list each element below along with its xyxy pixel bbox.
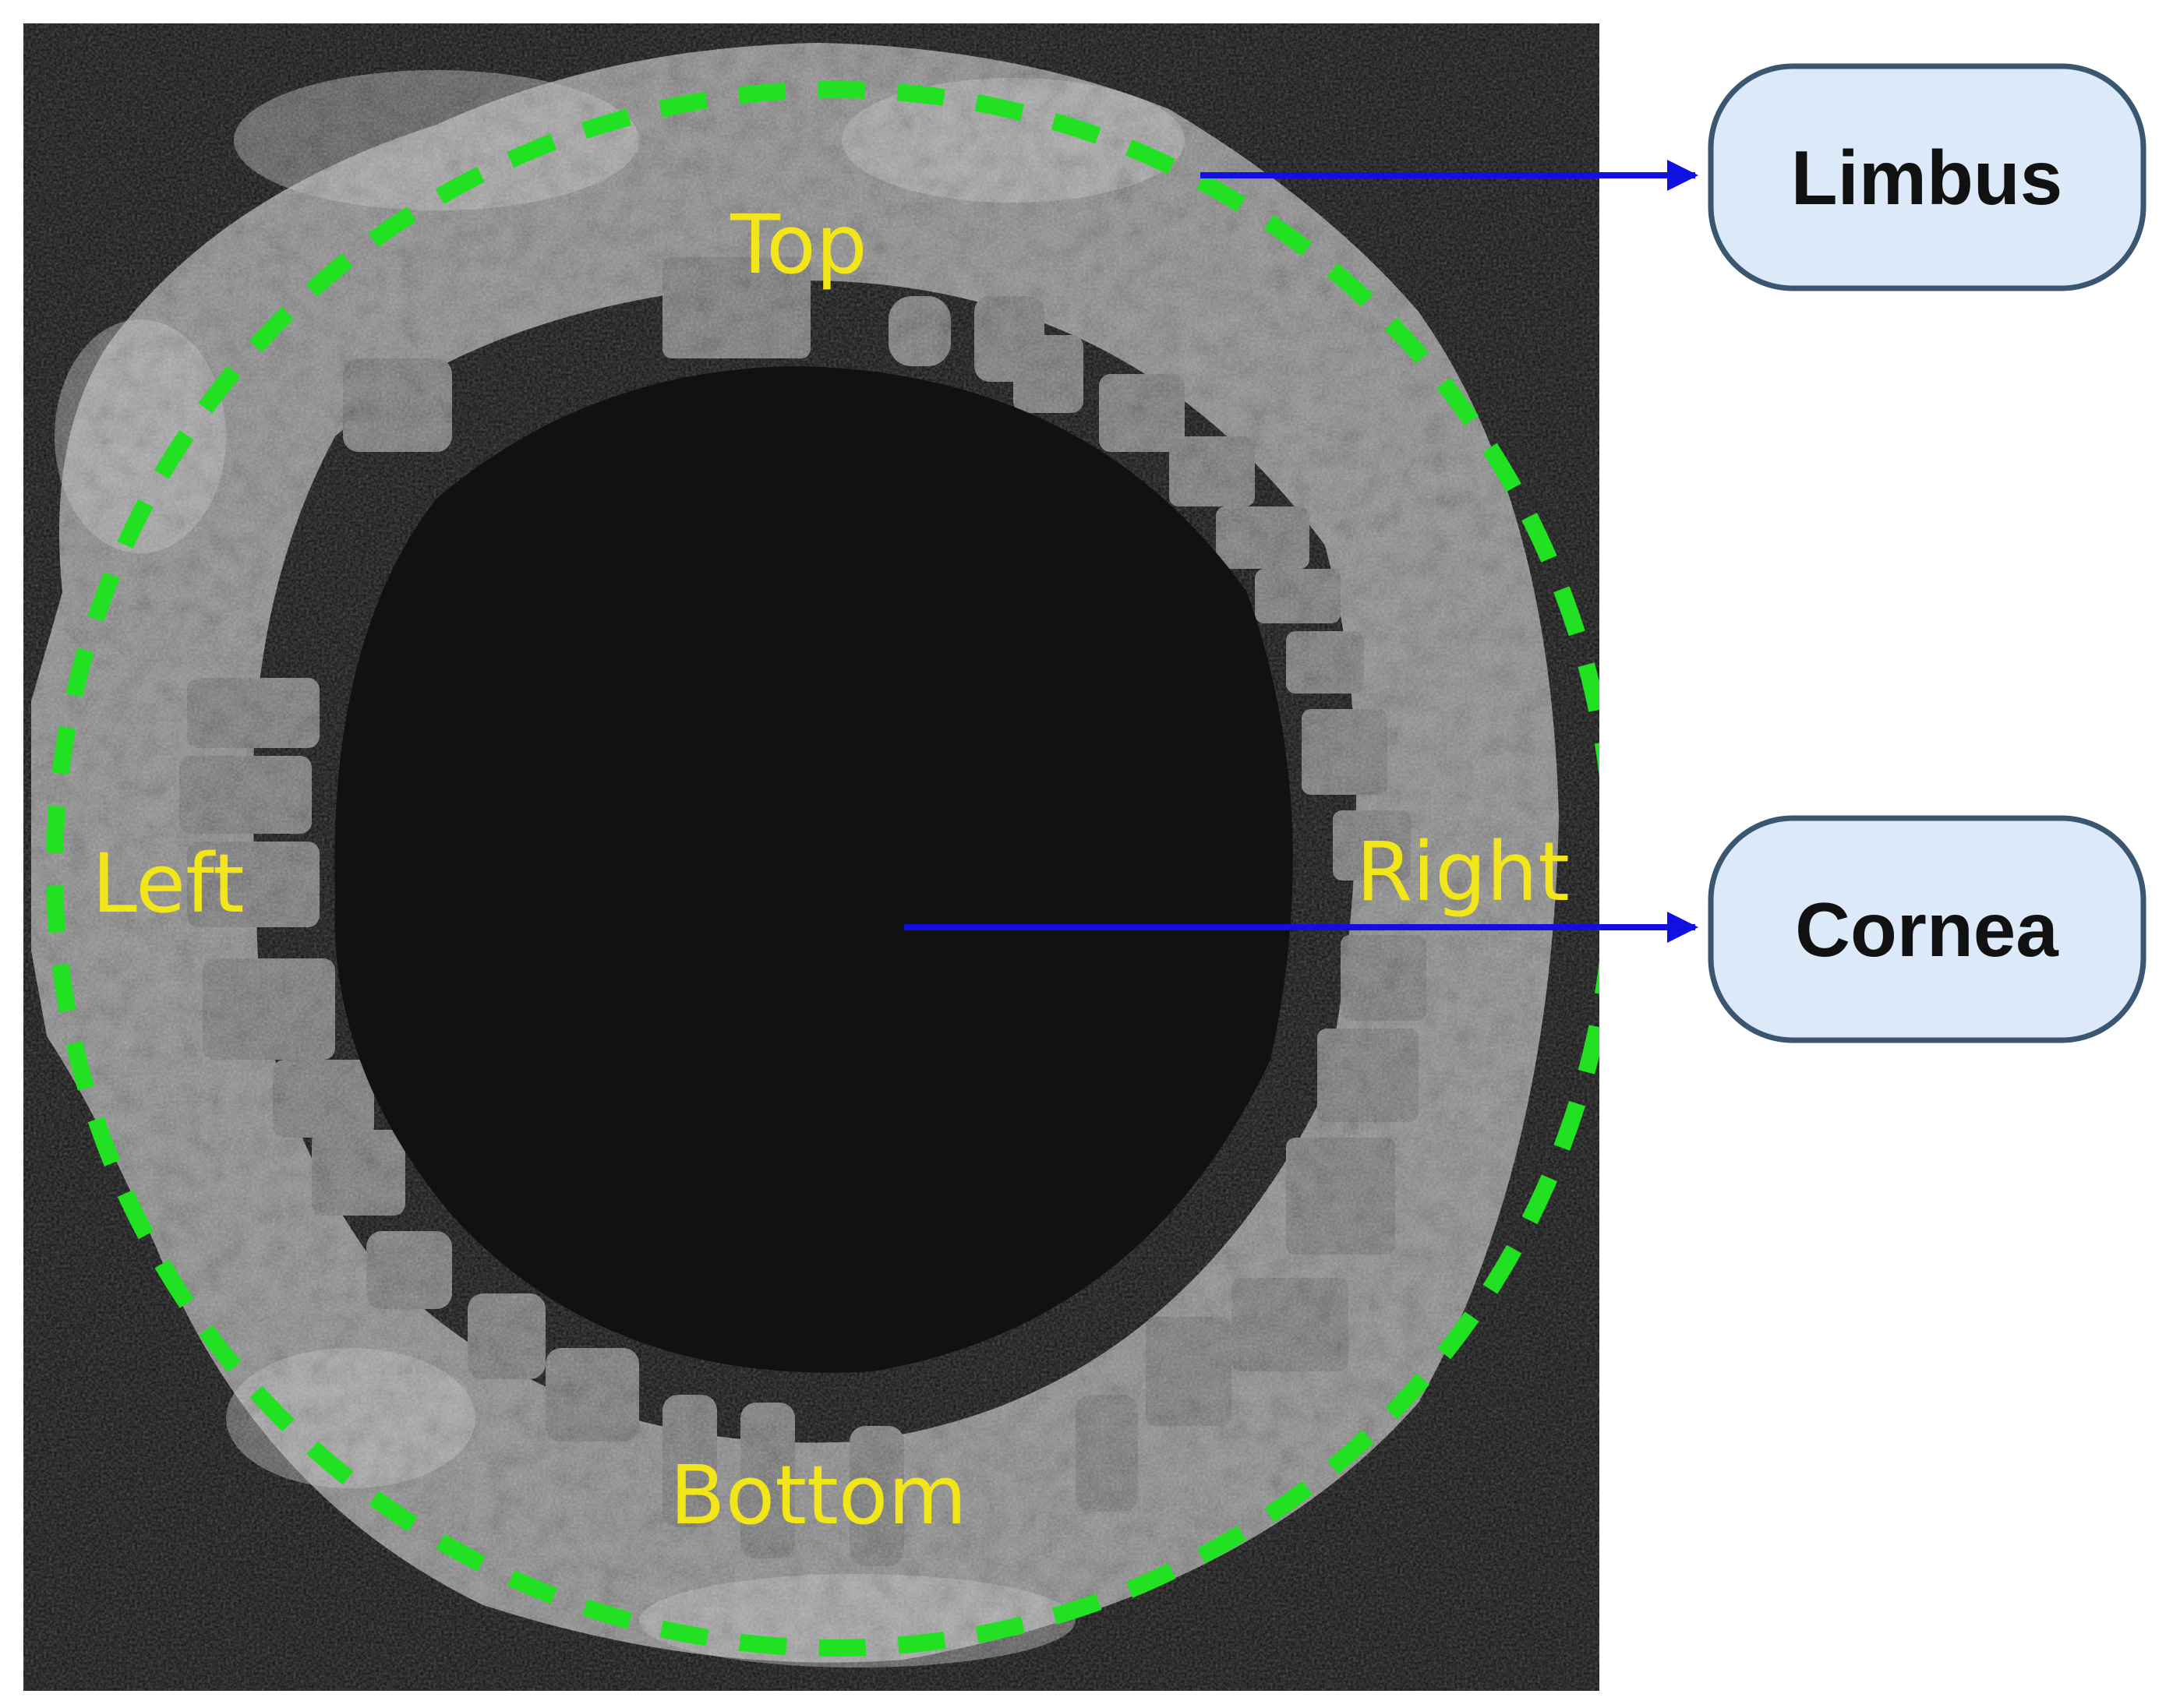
- region-label-left: Left: [92, 836, 245, 931]
- region-label-top: Top: [730, 197, 867, 292]
- limbus-callout-label: Limbus: [1791, 135, 2062, 221]
- limbal-boundary-dashed-circle: [46, 81, 1599, 1657]
- limbus-callout-box: [1708, 63, 2146, 291]
- cornea-callout-label: Cornea: [1795, 887, 2059, 972]
- limbus-callout: Limbus: [1708, 63, 2146, 291]
- tissue-ring: [23, 23, 1599, 1691]
- region-label-right: Right: [1356, 824, 1570, 919]
- cornea-callout-box: [1708, 815, 2146, 1043]
- cornea-callout: Cornea: [1708, 815, 2146, 1043]
- region-label-bottom: Bottom: [670, 1448, 966, 1543]
- microscopy-image: Top Bottom Left Right: [23, 23, 1599, 1691]
- central-cornea-area: [334, 366, 1293, 1373]
